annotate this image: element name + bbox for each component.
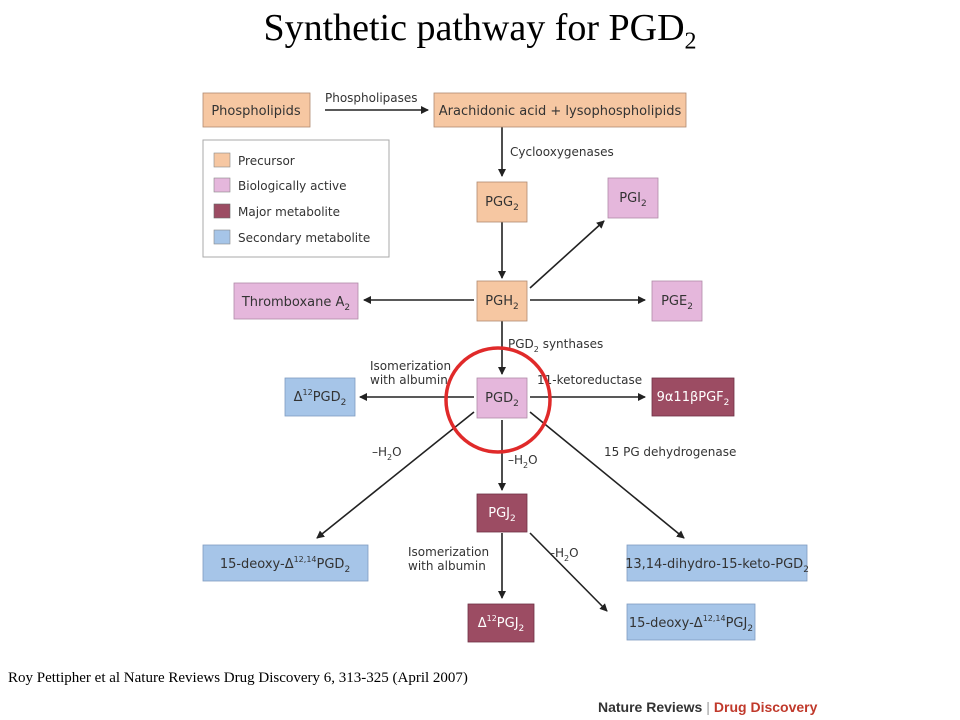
node-pgj2: PGJ2 [476,493,528,533]
node-pge2: PGE2 [651,280,703,322]
pgd2-highlight-circle [444,346,552,454]
legend-label-secondary-metabolite: Secondary metabolite [238,231,370,245]
node-pgg2: PGG2 [476,181,528,223]
node-pgf2: 9α11βPGF2 [651,377,735,417]
label-pgd2-synthases: PGD2 synthases [508,337,603,354]
label-dehydrogenase: 15 PG dehydrogenase [604,445,736,459]
label-minus-h2o-center: –H2O [508,453,538,470]
node-label: PGJ2 [488,506,515,524]
node-label: 9α11βPGF2 [657,390,730,408]
legend-swatch-biologically-active [213,177,231,193]
label-phospholipases: Phospholipases [325,91,418,105]
page-title: Synthetic pathway for PGD2 [0,6,960,56]
node-deoxypgj2: 15-deoxy-Δ12,14PGJ2 [626,603,756,641]
legend-label-biologically-active: Biologically active [238,179,347,193]
label-minus-h2o-left: –H2O [372,445,402,462]
node-label: 13,14-dihydro-15-keto-PGD2 [625,557,809,575]
brand-journal: Nature Reviews [598,699,703,715]
node-label: 15-deoxy-Δ12,14PGD2 [220,555,350,575]
node-label: PGI2 [619,191,646,209]
node-label: Δ12PGJ2 [478,614,525,634]
legend-label-major-metabolite: Major metabolite [238,205,340,219]
label-minus-h2o-right: –H2O [549,546,579,563]
arrows [316,106,685,612]
node-delta12pgj2: Δ12PGJ2 [467,603,535,643]
node-label: Thromboxane A2 [241,295,350,313]
title-main: Synthetic pathway for PGD [263,7,685,49]
node-label: 15-deoxy-Δ12,14PGJ2 [629,614,753,634]
node-label: PGE2 [661,294,693,312]
node-pgh2: PGH2 [476,280,528,322]
title-subscript: 2 [684,28,697,55]
legend: Precursor Biologically active Major meta… [202,139,390,258]
node-label: PGH2 [485,294,518,312]
node-delta12pgd2: Δ12PGD2 [284,377,356,417]
citation: Roy Pettipher et al Nature Reviews Drug … [8,670,468,686]
node-pgi2: PGI2 [607,177,659,219]
legend-swatch-secondary-metabolite [213,229,231,245]
brand-separator: | [706,699,710,715]
node-arachidonic: Arachidonic acid + lysophospholipids [433,92,687,128]
node-deoxypgd2: 15-deoxy-Δ12,14PGD2 [202,544,369,582]
legend-frame [202,139,390,258]
node-pgd2: PGD2 [476,377,528,419]
label-cyclooxygenases: Cyclooxygenases [510,145,614,159]
node-label: PGG2 [485,195,519,213]
node-phospholipids: Phospholipids [202,92,311,128]
arrow-pgd2-to-deoxypgd2 [316,411,475,539]
arrow-pgd2-to-dihydroketo [529,411,685,539]
brand-section: Drug Discovery [713,699,818,715]
legend-label-precursor: Precursor [238,154,295,168]
node-thromboxane: Thromboxane A2 [233,282,359,320]
node-label: Phospholipids [211,104,301,119]
label-ketoreductase: 11-ketoreductase [537,373,642,387]
edge-labels: Phospholipases Cyclooxygenases PGD2 synt… [325,91,736,573]
node-label: Δ12PGD2 [294,388,347,408]
node-label: Arachidonic acid + lysophospholipids [439,104,682,119]
legend-swatch-precursor [213,152,231,168]
node-label: PGD2 [485,391,519,409]
arrow-pgj2-to-deoxypgj2 [529,532,608,612]
node-dihydroketo: 13,14-dihydro-15-keto-PGD2 [625,544,809,582]
arrow-pgh2-to-pgi2 [529,220,605,289]
legend-swatch-major-metabolite [213,203,231,219]
journal-brand: Nature Reviews|Drug Discovery [598,699,817,715]
